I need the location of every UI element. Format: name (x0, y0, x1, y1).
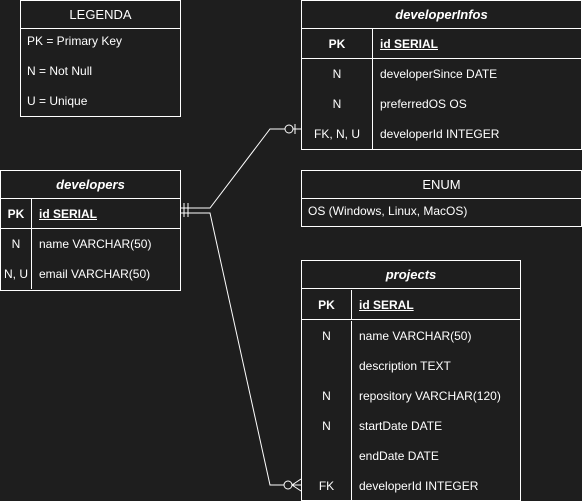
key-cell: N, U (1, 259, 32, 289)
key-cell: N (1, 229, 32, 259)
key-cell (302, 351, 352, 381)
table-row[interactable]: N repository VARCHAR(120) (302, 381, 520, 411)
table-developerinfos[interactable]: developerInfos PK id SERIAL N developerS… (301, 0, 582, 150)
table-row[interactable]: N preferredOS OS (302, 89, 581, 119)
table-row[interactable]: PK id SERIAL (1, 199, 180, 229)
legend-title: LEGENDA (21, 1, 180, 29)
field-cell: developerSince DATE (380, 67, 498, 81)
table-title: projects (302, 261, 520, 289)
key-cell: PK (1, 199, 32, 228)
relationship-developers-developerinfos[interactable] (181, 124, 301, 217)
table-row[interactable]: N startDate DATE (302, 411, 520, 441)
field-cell: repository VARCHAR(120) (359, 389, 501, 403)
relationship-developers-projects[interactable] (181, 203, 302, 492)
key-cell: FK (302, 471, 352, 501)
table-row[interactable]: description TEXT (302, 351, 520, 381)
field-cell: endDate DATE (359, 449, 439, 463)
table-row[interactable]: N, U email VARCHAR(50) (1, 259, 180, 289)
key-cell: N (302, 59, 373, 89)
table-row[interactable]: PK id SERAL (302, 290, 520, 320)
table-row[interactable]: N name VARCHAR(50) (1, 229, 180, 259)
field-cell: description TEXT (359, 359, 451, 373)
table-row[interactable]: N name VARCHAR(50) (302, 321, 520, 351)
field-cell: id SERIAL (39, 206, 98, 221)
key-cell: FK, N, U (302, 119, 373, 149)
table-row[interactable]: FK, N, U developerId INTEGER (302, 119, 581, 149)
field-cell: startDate DATE (359, 419, 443, 433)
field-cell: developerId INTEGER (380, 127, 500, 141)
table-row[interactable]: endDate DATE (302, 441, 520, 471)
key-cell: N (302, 411, 352, 441)
key-cell: N (302, 321, 352, 351)
table-row[interactable]: PK id SERIAL (302, 29, 581, 59)
table-developers[interactable]: developers PK id SERIAL N name VARCHAR(5… (0, 170, 181, 291)
field-cell: preferredOS OS (380, 97, 467, 111)
key-cell: N (302, 381, 352, 411)
key-cell: PK (302, 29, 373, 58)
field-cell: id SERAL (359, 297, 414, 312)
table-projects[interactable]: projects PK id SERAL N name VARCHAR(50) … (301, 260, 521, 501)
legend-item: PK = Primary Key (27, 34, 123, 48)
key-cell: PK (302, 290, 352, 319)
field-cell: email VARCHAR(50) (39, 267, 151, 281)
legend-box[interactable]: LEGENDA PK = Primary Key N = Not Null U … (20, 0, 181, 117)
enum-value: OS (Windows, Linux, MacOS) (308, 204, 468, 218)
table-title: developers (1, 171, 180, 199)
table-title: developerInfos (302, 1, 581, 29)
table-row[interactable]: FK developerId INTEGER (302, 471, 520, 501)
field-cell: id SERIAL (380, 36, 439, 51)
key-cell: N (302, 89, 373, 119)
enum-title: ENUM (302, 171, 581, 199)
field-cell: name VARCHAR(50) (359, 329, 472, 343)
field-cell: developerId INTEGER (359, 479, 479, 493)
table-row[interactable]: N developerSince DATE (302, 59, 581, 89)
enum-box[interactable]: ENUM OS (Windows, Linux, MacOS) (301, 170, 582, 227)
field-cell: name VARCHAR(50) (39, 237, 152, 251)
key-cell (302, 441, 352, 471)
legend-item: U = Unique (27, 94, 88, 108)
legend-item: N = Not Null (27, 64, 93, 78)
